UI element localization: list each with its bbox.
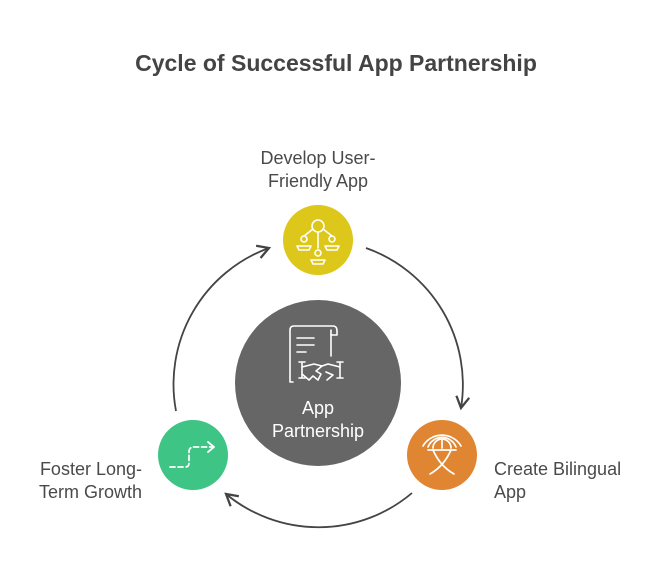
step-label-develop-line2: Friendly App (267, 171, 369, 191)
step-node-foster (158, 420, 228, 490)
arrow-foster-to-develop (172, 244, 272, 412)
translate-character-icon (422, 434, 462, 475)
center-node (235, 300, 401, 466)
center-label-line2: Partnership (271, 421, 365, 441)
diagram-title: Cycle of Successful App Partnership (135, 50, 537, 76)
step-label-create-line2: App (494, 482, 527, 502)
center-label: App Partnership (235, 397, 401, 443)
step-label-develop-line1: Develop User- (260, 148, 376, 168)
step-label-create: Create Bilingual App (494, 458, 621, 504)
step-label-create-line1: Create Bilingual (494, 459, 622, 479)
contract-handshake-icon (289, 325, 344, 383)
step-node-create (407, 420, 477, 490)
dashed-growth-arrow-icon (169, 441, 215, 468)
step-label-foster-line1: Foster Long- (39, 459, 142, 479)
user-network-icon (296, 219, 340, 265)
step-label-foster: Foster Long- Term Growth (0, 458, 142, 504)
arrow-develop-to-create (365, 247, 471, 411)
arrow-create-to-foster (224, 492, 413, 529)
step-label-develop: Develop User- Friendly App (218, 147, 418, 193)
center-label-line1: App (301, 398, 335, 418)
step-label-foster-line2: Term Growth (38, 482, 142, 502)
